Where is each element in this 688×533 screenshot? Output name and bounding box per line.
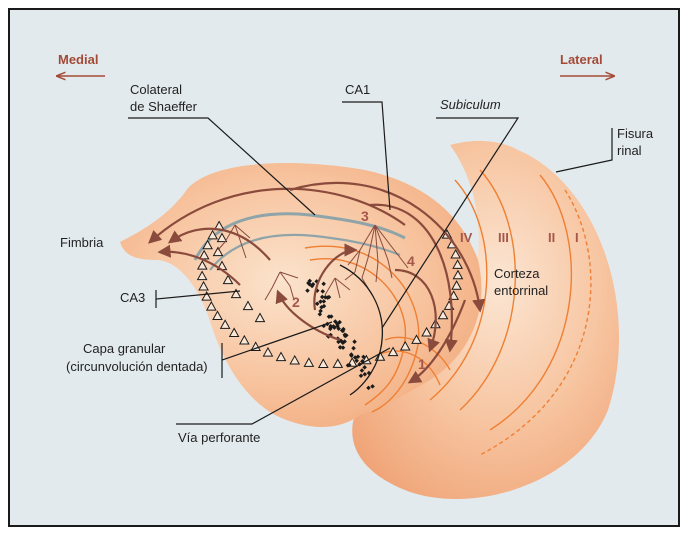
lateral-label: Lateral — [560, 52, 603, 67]
capa-label-line1: Capa granular — [83, 341, 166, 356]
fisura-leader — [556, 128, 612, 172]
layer-numeral-i: I — [575, 230, 579, 245]
step-number-4: 4 — [407, 253, 415, 269]
step-number-2: 2 — [292, 294, 300, 310]
step-number-1: 1 — [418, 356, 426, 372]
layer-numeral-iv: IV — [460, 230, 473, 245]
hippocampus-diagram: Medial Lateral Colateral de Shaeffer CA1… — [10, 10, 678, 525]
fimbria-label: Fimbria — [60, 235, 104, 250]
layer-numeral-iii: III — [498, 230, 509, 245]
capa-label-line2: (circunvolución dentada) — [66, 359, 208, 374]
diagram-frame: Medial Lateral Colateral de Shaeffer CA1… — [8, 8, 680, 527]
colateral-label-line1: Colateral — [130, 82, 182, 97]
corteza-label-line2: entorrinal — [494, 283, 548, 298]
medial-label: Medial — [58, 52, 98, 67]
ca1-label: CA1 — [345, 82, 370, 97]
colateral-label-line2: de Shaeffer — [130, 99, 198, 114]
fisura-label-line1: Fisura — [617, 126, 654, 141]
fisura-label-line2: rinal — [617, 143, 642, 158]
ca3-label: CA3 — [120, 290, 145, 305]
corteza-label-line1: Corteza — [494, 266, 540, 281]
via-label: Vía perforante — [178, 430, 260, 445]
step-number-3: 3 — [361, 208, 369, 224]
layer-numeral-ii: II — [548, 230, 555, 245]
subiculum-label: Subiculum — [440, 97, 501, 112]
